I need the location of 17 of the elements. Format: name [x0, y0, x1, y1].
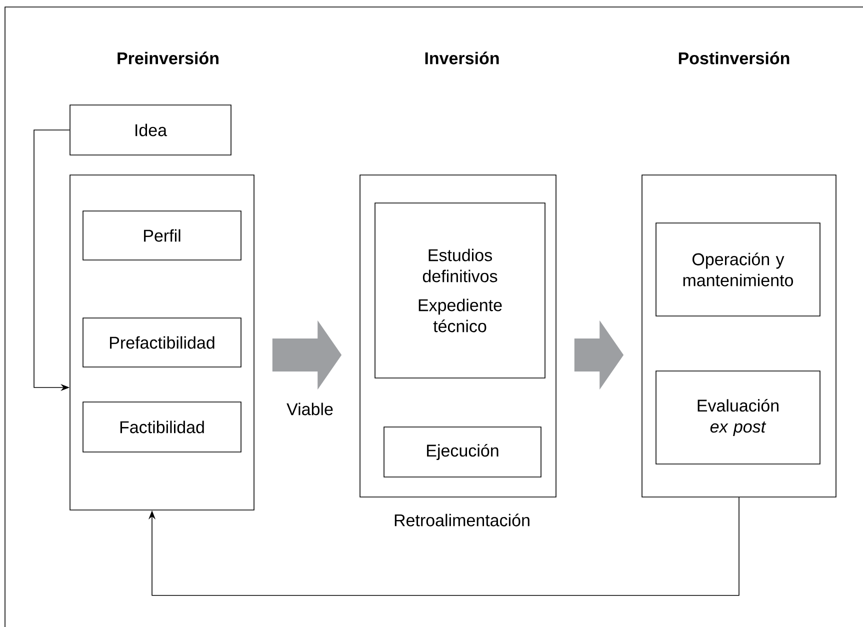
arrow	[148, 497, 740, 596]
edge-label: Viable	[286, 402, 334, 416]
stage-box	[360, 174, 556, 498]
stage-heading: Postinversión	[678, 52, 790, 64]
stage-heading: Inversión	[425, 52, 499, 64]
stage-box	[70, 174, 254, 510]
stage-heading: Preinversión	[118, 52, 218, 64]
step-box: Ejecución	[384, 426, 542, 478]
step-box: Prefactibilidad	[82, 318, 242, 368]
step-box: Perfil	[82, 210, 242, 260]
feedback-label: Retroalimentación	[394, 514, 530, 526]
step-box: Estudios definitivos Expediente técnico	[374, 202, 546, 378]
step-box: Evaluación ex post	[656, 370, 820, 464]
step-box: Factibilidad	[82, 402, 242, 452]
stage-box	[642, 174, 836, 498]
idea-box: Idea	[70, 104, 232, 156]
step-box: Operación y mantenimiento	[656, 222, 820, 316]
